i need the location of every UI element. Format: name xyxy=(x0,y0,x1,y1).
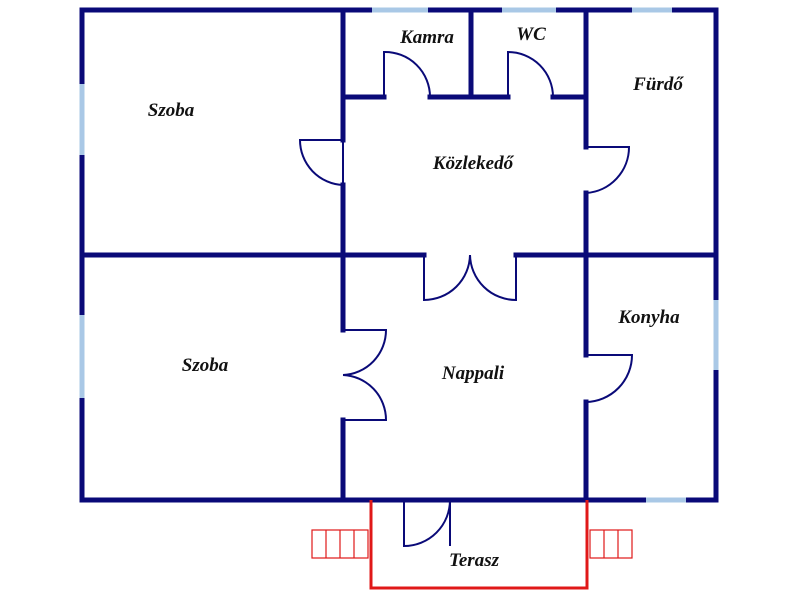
terrace xyxy=(311,500,633,590)
door-konyha xyxy=(585,354,634,403)
door-szoba-bottom xyxy=(342,329,388,421)
door-szoba-top xyxy=(298,139,344,186)
door-kozlekedo-nappali xyxy=(423,254,517,302)
steps-left xyxy=(311,529,369,559)
windows xyxy=(79,7,719,503)
doors xyxy=(298,50,634,548)
door-terasz xyxy=(403,499,451,548)
room-label-szoba-top: Szoba xyxy=(147,100,195,121)
room-label-terasz: Terasz xyxy=(449,550,499,571)
room-label-kamra: Kamra xyxy=(400,27,454,48)
door-kamra xyxy=(383,50,431,98)
room-label-szoba-bottom: Szoba xyxy=(181,355,229,376)
steps-right xyxy=(589,529,633,559)
room-label-nappali: Nappali xyxy=(441,363,505,384)
door-wc xyxy=(507,50,554,98)
room-label-wc: WC xyxy=(516,24,546,45)
interior-walls xyxy=(79,7,719,503)
room-label-kozlekedo: Közlekedő xyxy=(432,153,514,174)
room-label-furdo: Fürdő xyxy=(633,74,683,95)
door-furdo xyxy=(585,146,631,194)
room-label-konyha: Konyha xyxy=(618,307,680,328)
